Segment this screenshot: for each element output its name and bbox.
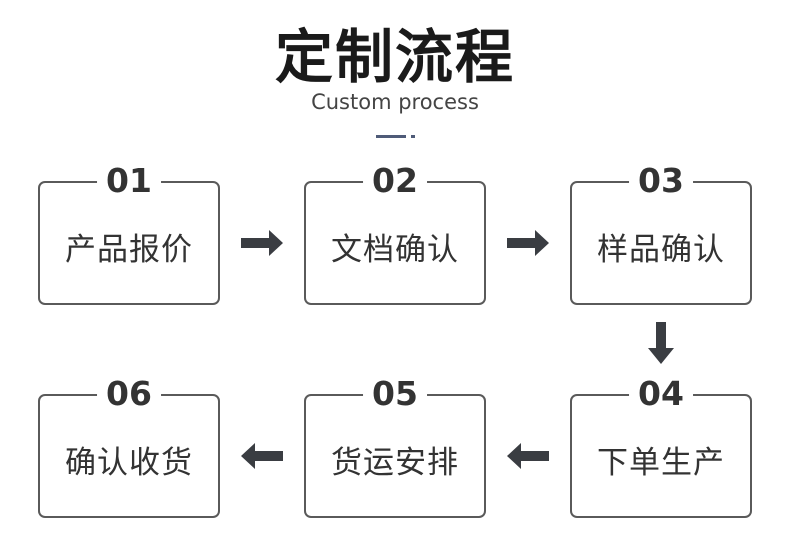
step-number: 05 (363, 374, 427, 414)
step-label: 产品报价 (65, 232, 193, 268)
step-box-06: 06 确认收货 (38, 374, 220, 518)
step-number: 01 (97, 161, 161, 201)
step-box-05: 05 货运安排 (304, 374, 486, 518)
step-label: 货运安排 (331, 445, 459, 481)
title-divider (376, 135, 406, 138)
step-box-03: 03 样品确认 (570, 161, 752, 305)
arrow-left-icon (241, 443, 283, 469)
step-number: 02 (363, 161, 427, 201)
step-label: 样品确认 (597, 232, 725, 268)
arrow-down-icon (648, 322, 674, 364)
step-label: 确认收货 (65, 445, 193, 481)
arrow-right-icon (507, 230, 549, 256)
title-divider-dot (411, 135, 415, 138)
arrow-right-icon (241, 230, 283, 256)
arrow-left-icon (507, 443, 549, 469)
step-label: 下单生产 (597, 445, 725, 481)
step-box-01: 01 产品报价 (38, 161, 220, 305)
page-subtitle: Custom process (311, 90, 479, 114)
step-box-04: 04 下单生产 (570, 374, 752, 518)
step-number: 03 (629, 161, 693, 201)
step-box-02: 02 文档确认 (304, 161, 486, 305)
step-number: 06 (97, 374, 161, 414)
step-label: 文档确认 (331, 232, 459, 268)
page-title: 定制流程 (274, 23, 515, 91)
step-number: 04 (629, 374, 693, 414)
